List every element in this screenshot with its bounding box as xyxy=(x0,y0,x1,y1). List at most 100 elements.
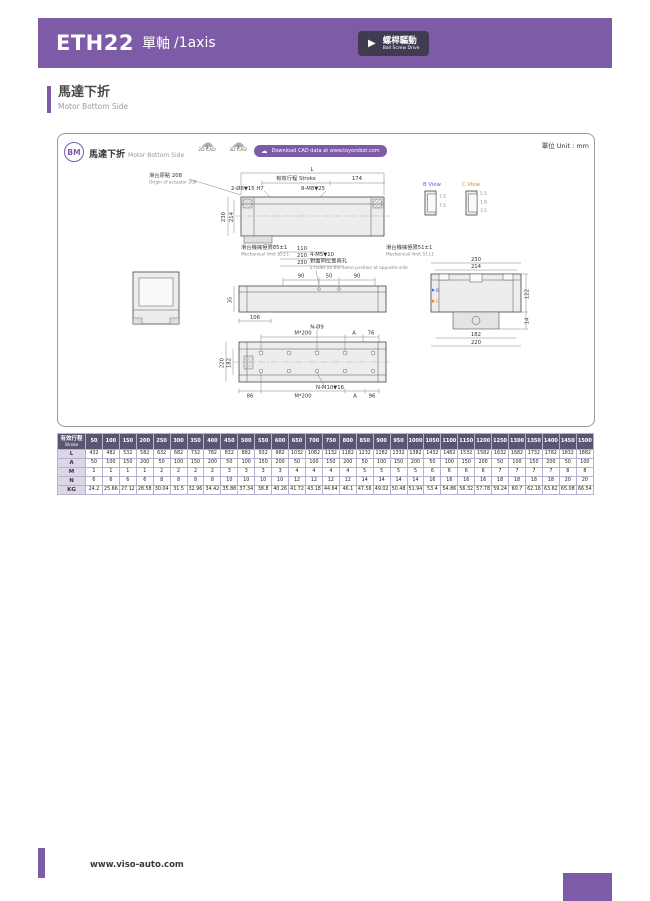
table-cell: 20 xyxy=(575,475,595,486)
dim-76: 76 xyxy=(368,331,375,337)
dim-182-plan: 182 xyxy=(227,358,233,368)
dim-50: 50 xyxy=(326,274,333,280)
table-cell: 40.26 xyxy=(271,484,290,495)
table-cell: 200 xyxy=(338,457,357,468)
table-cell: 582 xyxy=(135,448,154,459)
table-cell: 14 xyxy=(372,475,391,486)
table-cell: 4 xyxy=(304,466,323,477)
cloud-3d-icon: ☁ xyxy=(231,136,245,151)
table-cell: 59.24 xyxy=(491,484,510,495)
download-cad-button[interactable]: ☁ Download CAD data at www.toyorobot.com xyxy=(254,145,387,157)
table-cell: 782 xyxy=(203,448,222,459)
dim-182-end: 182 xyxy=(471,332,481,338)
table-cell: 432 xyxy=(85,448,103,459)
limit85-en: Mechanical limit 85±1 xyxy=(241,252,289,258)
download-arrow-icon: ↓ xyxy=(204,144,210,151)
table-cell: 32.96 xyxy=(186,484,205,495)
table-cell: 2 xyxy=(203,466,222,477)
stroke-col-header: 1050 xyxy=(423,433,442,450)
table-cell: 41.72 xyxy=(288,484,306,495)
table-cell: 8 xyxy=(575,466,595,477)
technical-drawing: L 滑台原點 208 Origin of actuator 208 有效行程 S… xyxy=(132,167,531,400)
download-arrow-icon: ↓ xyxy=(235,144,241,151)
strip-view: 90 50 90 4-M5▼10 對面同位置兩孔 2 holes on the … xyxy=(228,252,408,324)
m5-holes-note-cn: 對面同位置兩孔 xyxy=(310,257,348,265)
table-cell: 1082 xyxy=(304,448,323,459)
table-cell: 1 xyxy=(118,466,137,477)
dim-86: 86 xyxy=(247,394,254,400)
tap-holes-callout: 8-M8▼25 xyxy=(301,186,325,192)
table-cell: 150 xyxy=(457,457,476,468)
stroke-header-en: Stroke xyxy=(64,442,79,448)
table-cell: 6 xyxy=(118,475,137,486)
cad-3d-label: 3D CAD xyxy=(229,148,247,154)
stroke-col-header: 700 xyxy=(304,433,323,450)
table-cell: 10 xyxy=(254,475,273,486)
table-cell: 8 xyxy=(558,466,577,477)
page-corner-tab xyxy=(563,873,612,901)
table-cell: 6 xyxy=(85,475,103,486)
dim-90b: 90 xyxy=(354,274,361,280)
table-cell: 1582 xyxy=(474,448,493,459)
dim-230-side: 230 xyxy=(221,211,227,222)
stroke-col-header: 100 xyxy=(101,433,120,450)
table-cell: 4 xyxy=(288,466,306,477)
table-cell: 100 xyxy=(508,457,526,468)
table-cell: 100 xyxy=(440,457,459,468)
table-cell: 8 xyxy=(152,475,171,486)
dim-90a: 90 xyxy=(298,274,305,280)
stroke-col-header: 1250 xyxy=(491,433,510,450)
dim-214-end: 214 xyxy=(471,264,482,270)
table-cell: 532 xyxy=(118,448,137,459)
motor-end-view xyxy=(132,271,180,325)
stroke-col-header: 1350 xyxy=(524,433,543,450)
dim-m200-bottom: M*200 xyxy=(294,394,312,400)
table-cell: 200 xyxy=(271,457,290,468)
cad-2d-button[interactable]: ☁ ↓ 2D CAD xyxy=(196,136,218,154)
product-model: ETH22 xyxy=(56,31,134,55)
table-cell: 1432 xyxy=(423,448,442,459)
cad-downloads: ☁ ↓ 2D CAD ☁ ↓ 3D CAD xyxy=(196,136,249,154)
row-label: N xyxy=(57,475,86,486)
table-cell: 18 xyxy=(524,475,543,486)
c-view-detail: C View 5.5 1.8 3.5 xyxy=(462,182,487,216)
table-cell: 1 xyxy=(135,466,154,477)
origin-label-cn: 滑台原點 208 xyxy=(149,171,183,179)
stroke-col-header: 800 xyxy=(338,433,357,450)
cad-3d-button[interactable]: ☁ ↓ 3D CAD xyxy=(227,136,249,154)
dim-214-side: 214 xyxy=(229,211,235,222)
table-cell: 200 xyxy=(541,457,560,468)
table-cell: 1482 xyxy=(440,448,459,459)
table-cell: 1232 xyxy=(355,448,374,459)
dim-210: 210 xyxy=(297,253,308,259)
table-cell: 5 xyxy=(355,466,374,477)
table-cell: 2 xyxy=(152,466,171,477)
header-band: ETH22 單軸 /1axis ▶ 螺桿驅動 Ball Screw Drive xyxy=(38,18,612,68)
stroke-col-header: 450 xyxy=(220,433,239,450)
table-cell: 1382 xyxy=(406,448,425,459)
table-cell: 56.32 xyxy=(457,484,476,495)
table-cell: 1832 xyxy=(558,448,577,459)
table-cell: 12 xyxy=(321,475,340,486)
stroke-col-header: 900 xyxy=(372,433,391,450)
table-cell: 1132 xyxy=(321,448,340,459)
table-cell: 150 xyxy=(524,457,543,468)
table-cell: 50 xyxy=(288,457,306,468)
table-cell: 6 xyxy=(135,475,154,486)
table-cell: 18 xyxy=(508,475,526,486)
row-label: L xyxy=(57,448,86,459)
table-cell: 5 xyxy=(372,466,391,477)
dim-230-end: 230 xyxy=(471,257,482,263)
table-cell: 3 xyxy=(254,466,273,477)
table-cell: 50 xyxy=(423,457,442,468)
cad-2d-label: 2D CAD xyxy=(198,148,216,154)
table-cell: 8 xyxy=(186,475,205,486)
table-cell: 25.66 xyxy=(101,484,120,495)
table-cell: 1532 xyxy=(457,448,476,459)
